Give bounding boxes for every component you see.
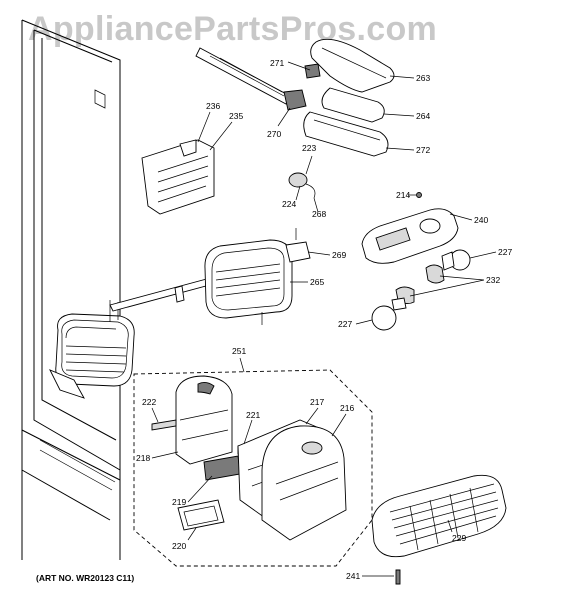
assembly-251-box bbox=[133, 369, 373, 567]
callout-265: 265 bbox=[310, 277, 324, 287]
cover-235-236 bbox=[141, 139, 215, 215]
evaporator-cover-229 bbox=[371, 474, 507, 585]
callout-229: 229 bbox=[452, 533, 466, 543]
callout-labels: 271 263 264 270 272 236 235 223 224 268 … bbox=[136, 58, 512, 581]
watermark: AppliancePartsPros.com bbox=[28, 10, 438, 48]
callout-227-top: 227 bbox=[498, 247, 512, 257]
callout-235: 235 bbox=[229, 111, 243, 121]
callout-240: 240 bbox=[474, 215, 488, 225]
callout-221: 221 bbox=[246, 410, 260, 420]
callout-251: 251 bbox=[232, 346, 246, 356]
callout-227-bottom: 227 bbox=[338, 319, 352, 329]
callout-269: 269 bbox=[332, 250, 346, 260]
art-number: (ART NO. WR20123 C11) bbox=[36, 573, 135, 583]
evaporator-coil-265 bbox=[204, 228, 311, 325]
callout-272: 272 bbox=[416, 145, 430, 155]
leader-lines bbox=[151, 61, 497, 577]
small-parts-223-224-268 bbox=[288, 172, 316, 199]
cabinet-frame bbox=[21, 19, 121, 560]
screw-214 bbox=[416, 192, 422, 198]
callout-263: 263 bbox=[416, 73, 430, 83]
light-housing-240 bbox=[361, 208, 459, 264]
callout-214: 214 bbox=[396, 190, 410, 200]
callout-219: 219 bbox=[172, 497, 186, 507]
callout-241: 241 bbox=[346, 571, 360, 581]
evaporator-coil-left bbox=[49, 300, 135, 399]
callout-270: 270 bbox=[267, 129, 281, 139]
callout-218: 218 bbox=[136, 453, 150, 463]
callout-264: 264 bbox=[416, 111, 430, 121]
callout-217: 217 bbox=[310, 397, 324, 407]
bulbs-and-sockets bbox=[371, 249, 471, 331]
callout-271: 271 bbox=[270, 58, 284, 68]
callout-222: 222 bbox=[142, 397, 156, 407]
fan-housing-parts bbox=[151, 375, 347, 541]
callout-232: 232 bbox=[486, 275, 500, 285]
callout-236: 236 bbox=[206, 101, 220, 111]
callout-220: 220 bbox=[172, 541, 186, 551]
callout-268: 268 bbox=[312, 209, 326, 219]
callout-224: 224 bbox=[282, 199, 296, 209]
light-duct-assembly bbox=[195, 38, 395, 157]
callout-223: 223 bbox=[302, 143, 316, 153]
callout-216: 216 bbox=[340, 403, 354, 413]
